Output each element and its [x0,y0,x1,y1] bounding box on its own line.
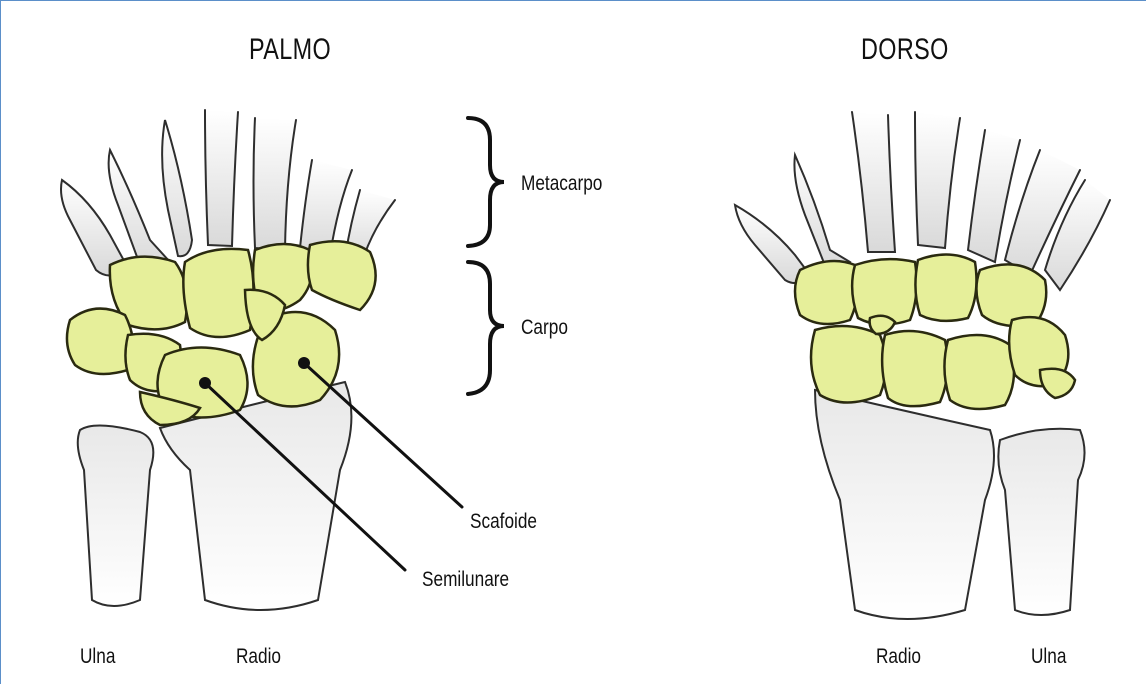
palm-radio-label: Radio [236,645,281,669]
dorsal-carpal-bones [795,254,1075,409]
palm-ulna-bone [78,425,154,606]
semilunare-label: Semilunare [422,568,509,592]
palm-metacarpal-3 [254,118,297,250]
dorsal-title: DORSO [861,33,949,67]
dorsal-radio-label: Radio [876,645,921,669]
palm-metacarpal-2 [162,120,192,256]
brace-carpo [468,262,504,394]
palm-title: PALMO [249,33,331,67]
dorsal-ulna-bone [998,429,1084,615]
dorsal-radius-bone [815,390,994,619]
palm-ulna-label: Ulna [80,645,115,669]
dorsal-ulna-label: Ulna [1031,645,1066,669]
scafoide-label: Scafoide [470,510,537,534]
brace-metacarpo [468,118,504,246]
carpo-label: Carpo [521,316,568,340]
dorsal-view [735,112,1110,619]
dorsal-metacarpal-3 [852,112,895,252]
palm-view [61,110,462,610]
metacarpo-label: Metacarpo [521,172,602,196]
